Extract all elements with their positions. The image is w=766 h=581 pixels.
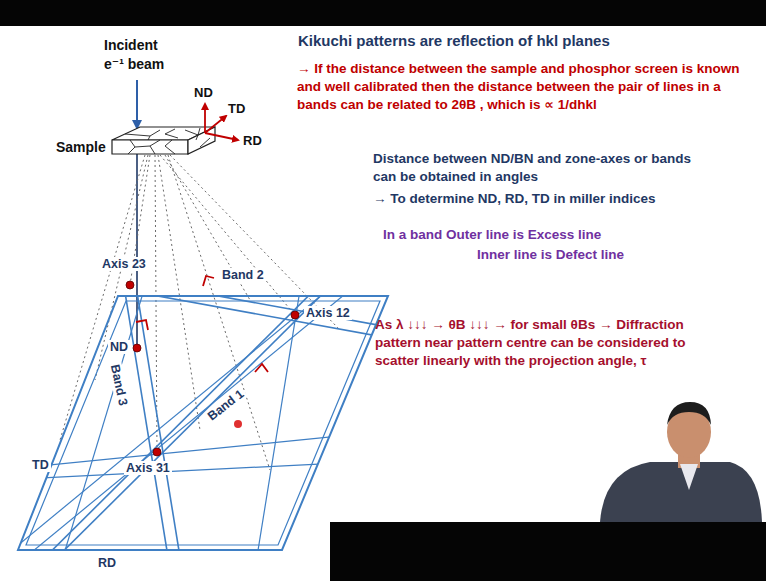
zone-axis-label: Axis 23: [100, 257, 148, 271]
presenter-figure: [600, 402, 762, 522]
axis-label: TD: [30, 458, 51, 472]
note-text: In a band Outer line is Excess line: [383, 226, 601, 244]
note-text: → If the distance between the sample and…: [297, 60, 759, 113]
diffraction-cones: [60, 155, 340, 470]
axis-label: RD: [96, 556, 118, 570]
note-text: Inner line is Defect line: [477, 246, 624, 264]
top-bar: [0, 0, 766, 26]
sample-label: Sample: [56, 138, 106, 156]
bottom-bar: [330, 522, 766, 581]
beam-label: Incident: [104, 36, 158, 54]
zone-axis-dots: [126, 281, 299, 456]
axis-label: ND: [108, 340, 130, 354]
phosphor-screen: [18, 296, 388, 550]
incident-beam: [136, 80, 138, 128]
band-label: Band 2: [220, 268, 266, 282]
note-text: Distance between ND/BN and zone-axes or …: [373, 150, 713, 186]
angle-marks: [136, 276, 268, 372]
kikuchi-bands: [0, 200, 406, 581]
zone-axis-label: Axis 31: [124, 461, 172, 475]
pointer-dot: [234, 420, 242, 428]
band-label: Band 1: [203, 385, 248, 424]
axis-label: RD: [243, 132, 262, 149]
zone-axis-label: Axis 12: [304, 306, 352, 320]
note-text: → To determine ND, RD, TD in miller indi…: [373, 190, 733, 208]
band-label: Band 3: [107, 361, 131, 409]
axis-label: ND: [194, 84, 213, 101]
slide-title: Kikuchi patterns are reflection of hkl p…: [298, 31, 610, 51]
sample-slab: [112, 127, 215, 154]
axis-label: TD: [228, 100, 245, 117]
note-text: As λ ↓↓↓ → θB ↓↓↓ → for small θBs → Diff…: [375, 316, 710, 369]
beam-label: e⁻¹ beam: [104, 55, 164, 73]
